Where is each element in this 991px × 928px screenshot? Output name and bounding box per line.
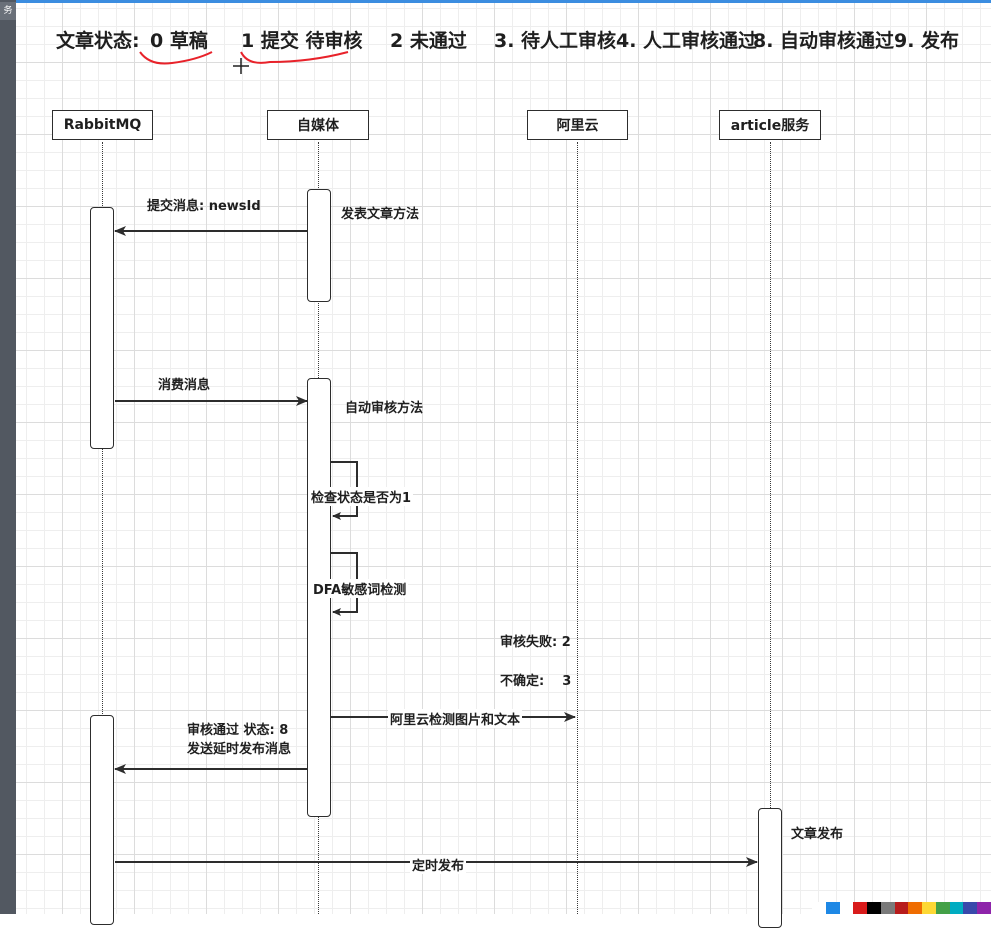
palette-swatch[interactable] xyxy=(812,902,826,914)
label-aliyun-check: 阿里云检测图片和文本 xyxy=(388,709,523,728)
activation-rabbitmq-2[interactable] xyxy=(90,715,114,925)
color-palette[interactable] xyxy=(812,902,991,914)
palette-swatch[interactable] xyxy=(922,902,936,914)
lifeline-rabbitmq xyxy=(102,142,103,914)
palette-swatch[interactable] xyxy=(880,902,895,914)
status-auto-pass: 8. 自动审核通过 xyxy=(753,30,895,52)
palette-swatch[interactable] xyxy=(894,902,909,914)
left-toolbar-tab[interactable]: 务 xyxy=(0,2,16,20)
palette-swatch[interactable] xyxy=(935,902,950,914)
status-manual-pass: 4. 人工审核通过 xyxy=(616,30,758,52)
status-legend-prefix: 文章状态: xyxy=(56,30,140,52)
palette-swatch[interactable] xyxy=(949,902,964,914)
palette-swatch[interactable] xyxy=(908,902,923,914)
left-toolbar: 务 xyxy=(0,0,16,914)
label-scheduled-publish: 定时发布 xyxy=(410,855,467,874)
activation-media-publish[interactable] xyxy=(307,189,331,302)
label-send-delayed-message: 发送延时发布消息 xyxy=(187,742,292,757)
status-published: 9. 发布 xyxy=(894,30,960,52)
lifeline-article xyxy=(770,142,771,914)
label-publish-method: 发表文章方法 xyxy=(341,207,420,222)
participant-aliyun[interactable]: 阿里云 xyxy=(527,110,628,140)
palette-swatch[interactable] xyxy=(839,902,854,914)
participant-article[interactable]: article服务 xyxy=(719,110,821,140)
palette-swatch[interactable] xyxy=(963,902,978,914)
status-submitted: 1 提交 待审核 xyxy=(241,30,363,52)
participant-media[interactable]: 自媒体 xyxy=(267,110,369,140)
activation-rabbitmq-1[interactable] xyxy=(90,207,114,449)
palette-swatch[interactable] xyxy=(867,902,881,914)
label-consume-message: 消费消息 xyxy=(158,378,211,393)
red-underline-submitted xyxy=(240,51,349,64)
label-check-status: 检查状态是否为1 xyxy=(309,487,414,506)
label-dfa-check: DFA敏感词检测 xyxy=(311,579,409,598)
palette-swatch[interactable] xyxy=(825,902,840,914)
lifeline-aliyun xyxy=(577,142,578,914)
palette-swatch[interactable] xyxy=(853,902,868,914)
activation-article[interactable] xyxy=(758,808,782,928)
label-uncertain: 不确定: 3 xyxy=(500,674,572,689)
label-review-fail: 审核失败: 2 xyxy=(500,635,571,650)
status-rejected: 2 未通过 xyxy=(390,30,467,52)
status-draft: 0 草稿 xyxy=(150,30,208,52)
red-underline-draft xyxy=(139,51,213,65)
palette-swatch[interactable] xyxy=(977,902,991,914)
label-review-pass-status: 审核通过 状态: 8 xyxy=(187,723,289,738)
status-manual-review: 3. 待人工审核 xyxy=(494,30,617,52)
top-accent-bar xyxy=(0,0,991,3)
label-auto-review-method: 自动审核方法 xyxy=(345,401,424,416)
label-article-publish: 文章发布 xyxy=(791,827,844,842)
participant-rabbitmq[interactable]: RabbitMQ xyxy=(52,110,153,140)
label-submit-message: 提交消息: newsId xyxy=(147,199,261,214)
